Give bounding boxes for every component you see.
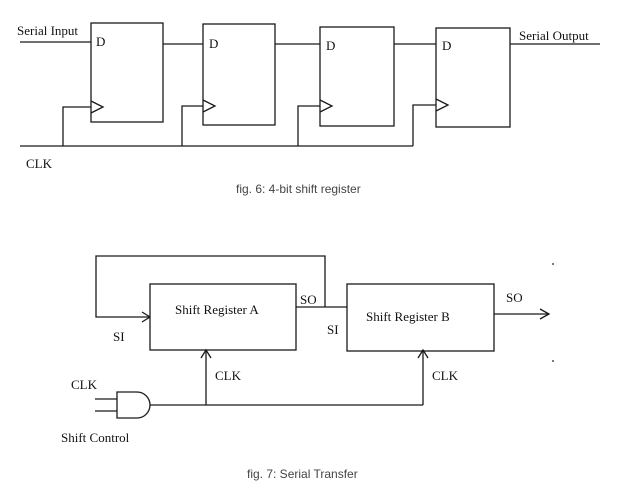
- shift-register-a: [149, 283, 297, 351]
- shift-register-b-label: Shift Register B: [366, 309, 450, 324]
- flipflop-3-clock-triangle: [319, 99, 334, 113]
- fig6-caption: fig. 6: 4-bit shift register: [236, 182, 361, 196]
- stray-dot-bottom: [552, 360, 554, 362]
- flipflop-4: [435, 27, 511, 128]
- flipflop-2: [202, 23, 276, 126]
- flipflop-2-clock-triangle: [202, 99, 217, 113]
- si-b-label: SI: [327, 322, 339, 337]
- si-a-label: SI: [113, 329, 125, 344]
- so-a-label: SO: [300, 292, 317, 307]
- clk-label: CLK: [26, 156, 53, 171]
- clk-branch-ff2: [181, 105, 203, 146]
- so-b-arrowhead: [539, 308, 551, 320]
- serial-input-label: Serial Input: [17, 23, 78, 38]
- stray-dot-top: [552, 263, 554, 265]
- flipflop-2-d-label: D: [209, 36, 218, 51]
- serial-output-label: Serial Output: [519, 28, 589, 43]
- clk-a-arrowhead: [200, 348, 212, 359]
- fig7-caption: fig. 7: Serial Transfer: [247, 467, 358, 481]
- clk-branch-ff3: [297, 105, 320, 146]
- flipflop-1: [90, 22, 164, 123]
- clk-branch-ff4: [412, 104, 436, 146]
- flipflop-1-clock-triangle: [90, 100, 105, 114]
- shift-register-a-label: Shift Register A: [175, 302, 259, 317]
- feedback-loop-wire: [95, 255, 326, 318]
- flipflop-3-d-label: D: [326, 38, 335, 53]
- clk-b-label: CLK: [432, 368, 459, 383]
- clk-a-label: CLK: [215, 368, 242, 383]
- clk-b-arrowhead: [417, 348, 429, 359]
- gate-clk-label: CLK: [71, 377, 98, 392]
- flipflop-1-d-label: D: [96, 34, 105, 49]
- clk-branch-ff1: [62, 106, 91, 146]
- so-b-label: SO: [506, 290, 523, 305]
- fig6-shift-register: Serial Input D D D D Serial Output: [17, 22, 600, 196]
- shift-register-b: [346, 283, 495, 352]
- and-gate-icon: [116, 391, 151, 419]
- flipflop-4-clock-triangle: [435, 98, 450, 112]
- fig7-serial-transfer: Shift Register A SI SO SI Shift Register…: [61, 255, 554, 481]
- flipflop-4-d-label: D: [442, 38, 451, 53]
- flipflop-3: [319, 26, 395, 127]
- shift-control-label: Shift Control: [61, 430, 130, 445]
